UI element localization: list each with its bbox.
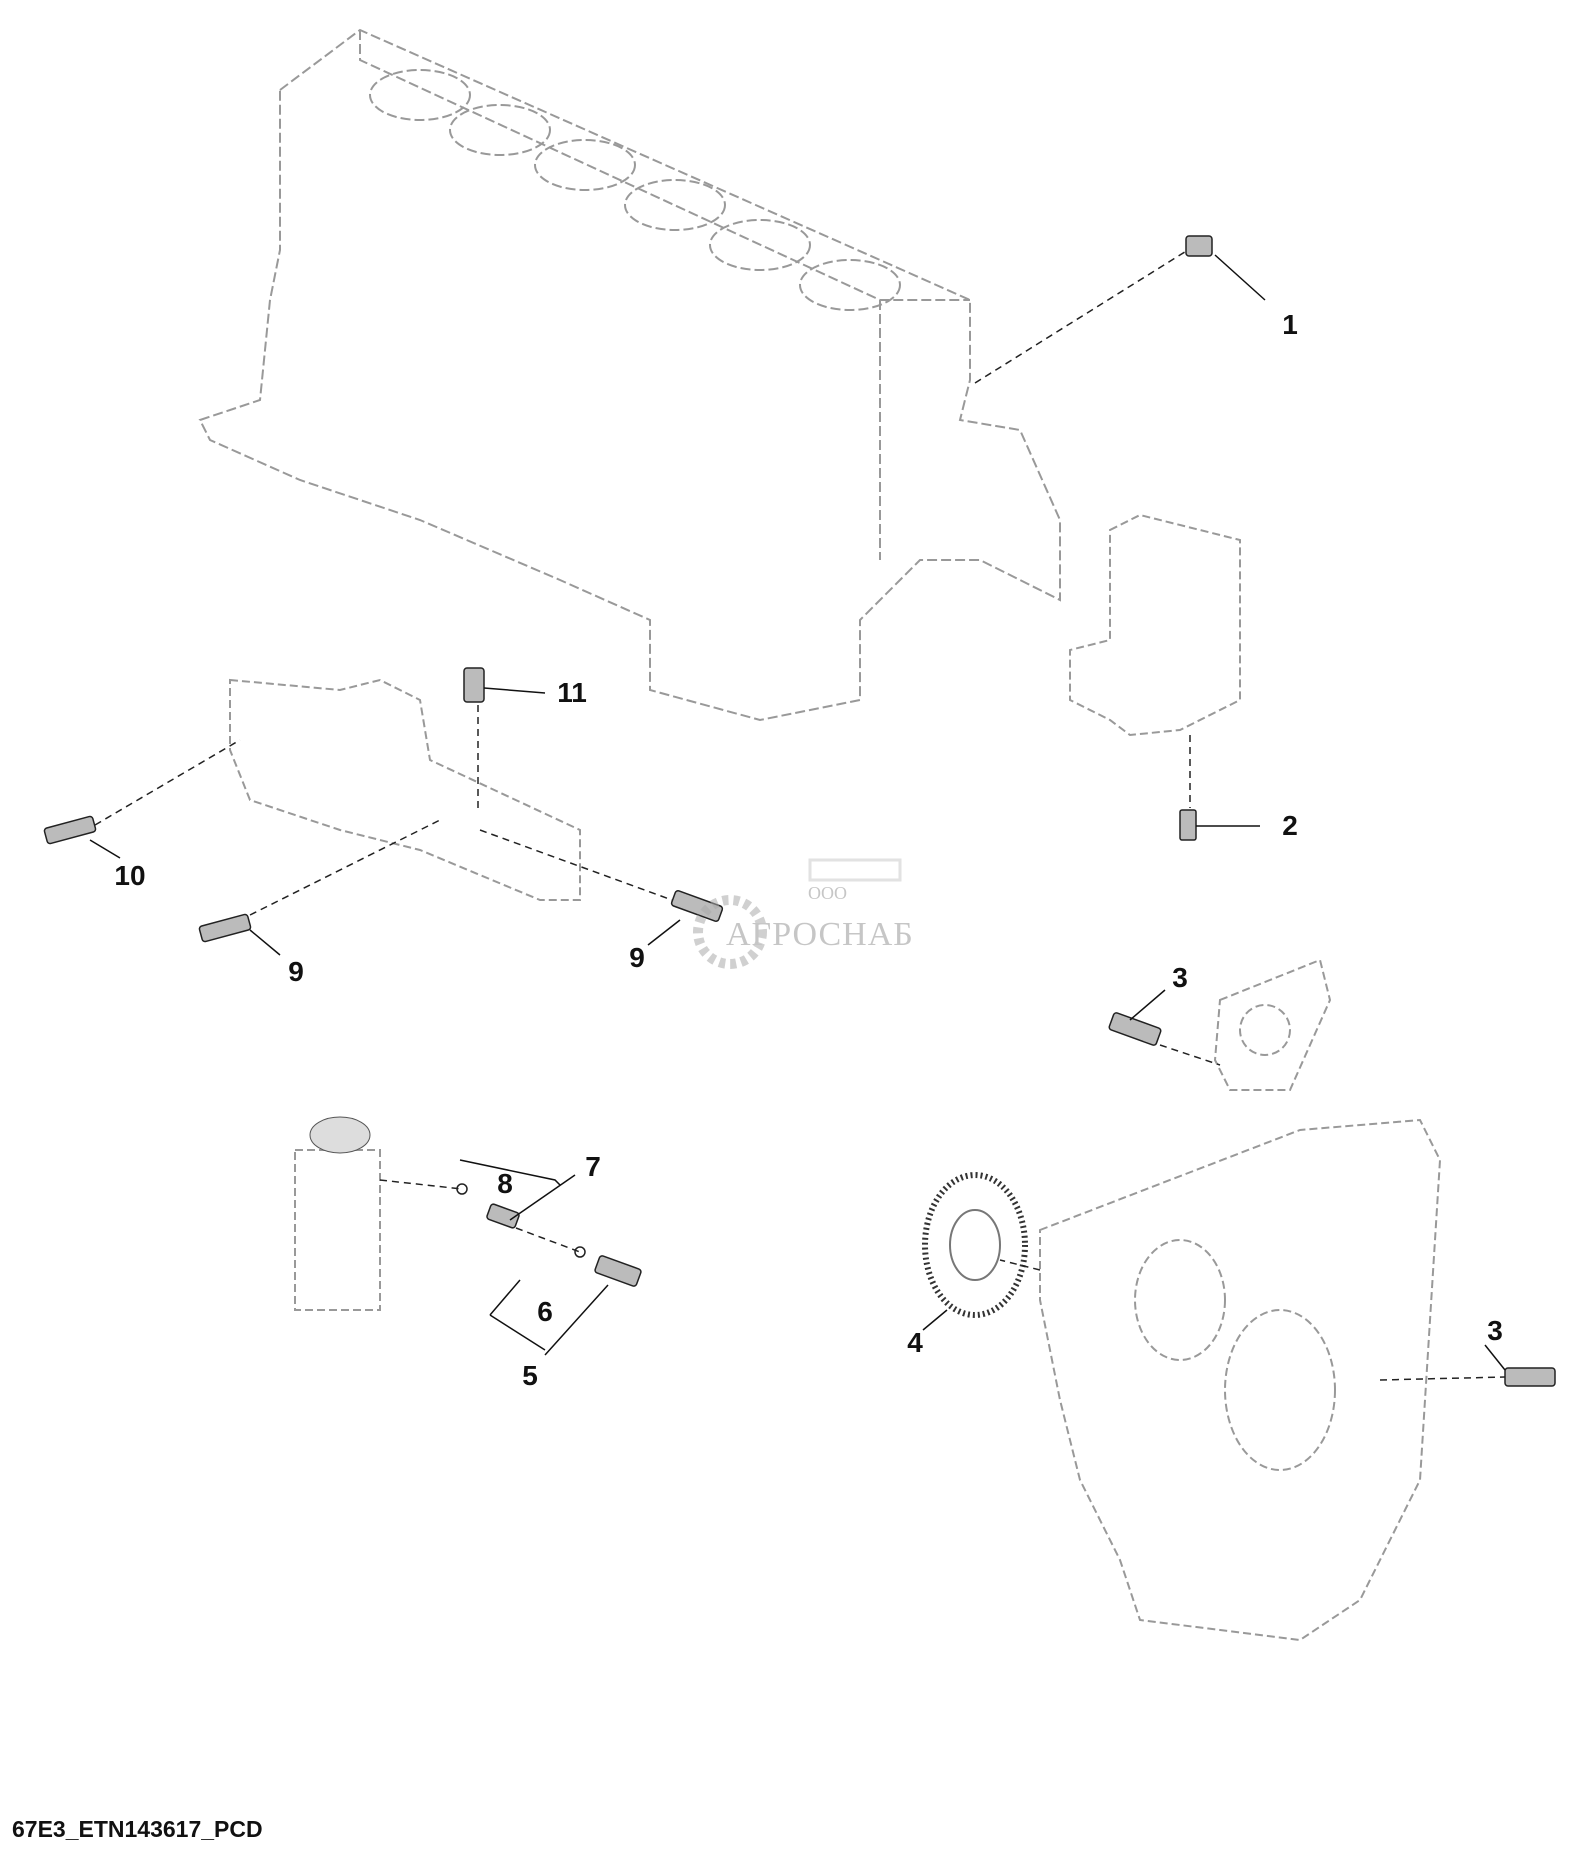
callout-4: 4	[907, 1327, 923, 1358]
callout-5: 5	[522, 1360, 538, 1391]
sensor-11	[463, 667, 485, 703]
leader-lines	[89, 254, 1506, 1371]
sensors	[43, 235, 1556, 1387]
engine-block	[198, 28, 1061, 722]
figure-id: 67E3_ETN143617_PCD	[12, 1816, 263, 1842]
callout-10: 10	[114, 860, 146, 891]
watermark-prefix: ООО	[808, 883, 847, 903]
callout-6: 6	[537, 1296, 553, 1327]
fuel-pump-housing	[1069, 513, 1241, 737]
watermark-name: АГРОСНАБ	[726, 916, 914, 953]
callout-7: 7	[585, 1151, 601, 1182]
sensor-3-top	[1108, 1012, 1162, 1046]
callout-9-right: 9	[629, 942, 645, 973]
sensor-2	[1179, 809, 1197, 841]
oil-pump-plate	[1213, 958, 1332, 1091]
callout-11: 11	[557, 677, 587, 708]
timing-gear-cover	[1039, 1118, 1442, 1642]
sensor-3-right	[1504, 1367, 1556, 1387]
callout-1: 1	[1282, 309, 1298, 340]
sensor-9-left	[198, 913, 252, 943]
washer-8	[456, 1183, 468, 1195]
assembly-lines	[94, 249, 1506, 1381]
watermark-logo: ООО АГРОСНАБ	[690, 850, 920, 980]
callout-3-top: 3	[1172, 962, 1188, 993]
adapter-7	[486, 1203, 520, 1229]
callout-3-right: 3	[1487, 1315, 1503, 1346]
fuel-filter	[294, 1116, 381, 1311]
washer-6	[574, 1246, 586, 1258]
sensor-1	[1185, 235, 1213, 257]
sensor-5	[594, 1255, 642, 1287]
gear-harvester-icon	[693, 858, 902, 969]
callout-2: 2	[1282, 810, 1298, 841]
crank-gear	[922, 1172, 1028, 1318]
manifold	[229, 678, 581, 901]
callout-8: 8	[497, 1168, 513, 1199]
sensor-10	[43, 815, 97, 845]
callout-9-left: 9	[288, 956, 304, 987]
